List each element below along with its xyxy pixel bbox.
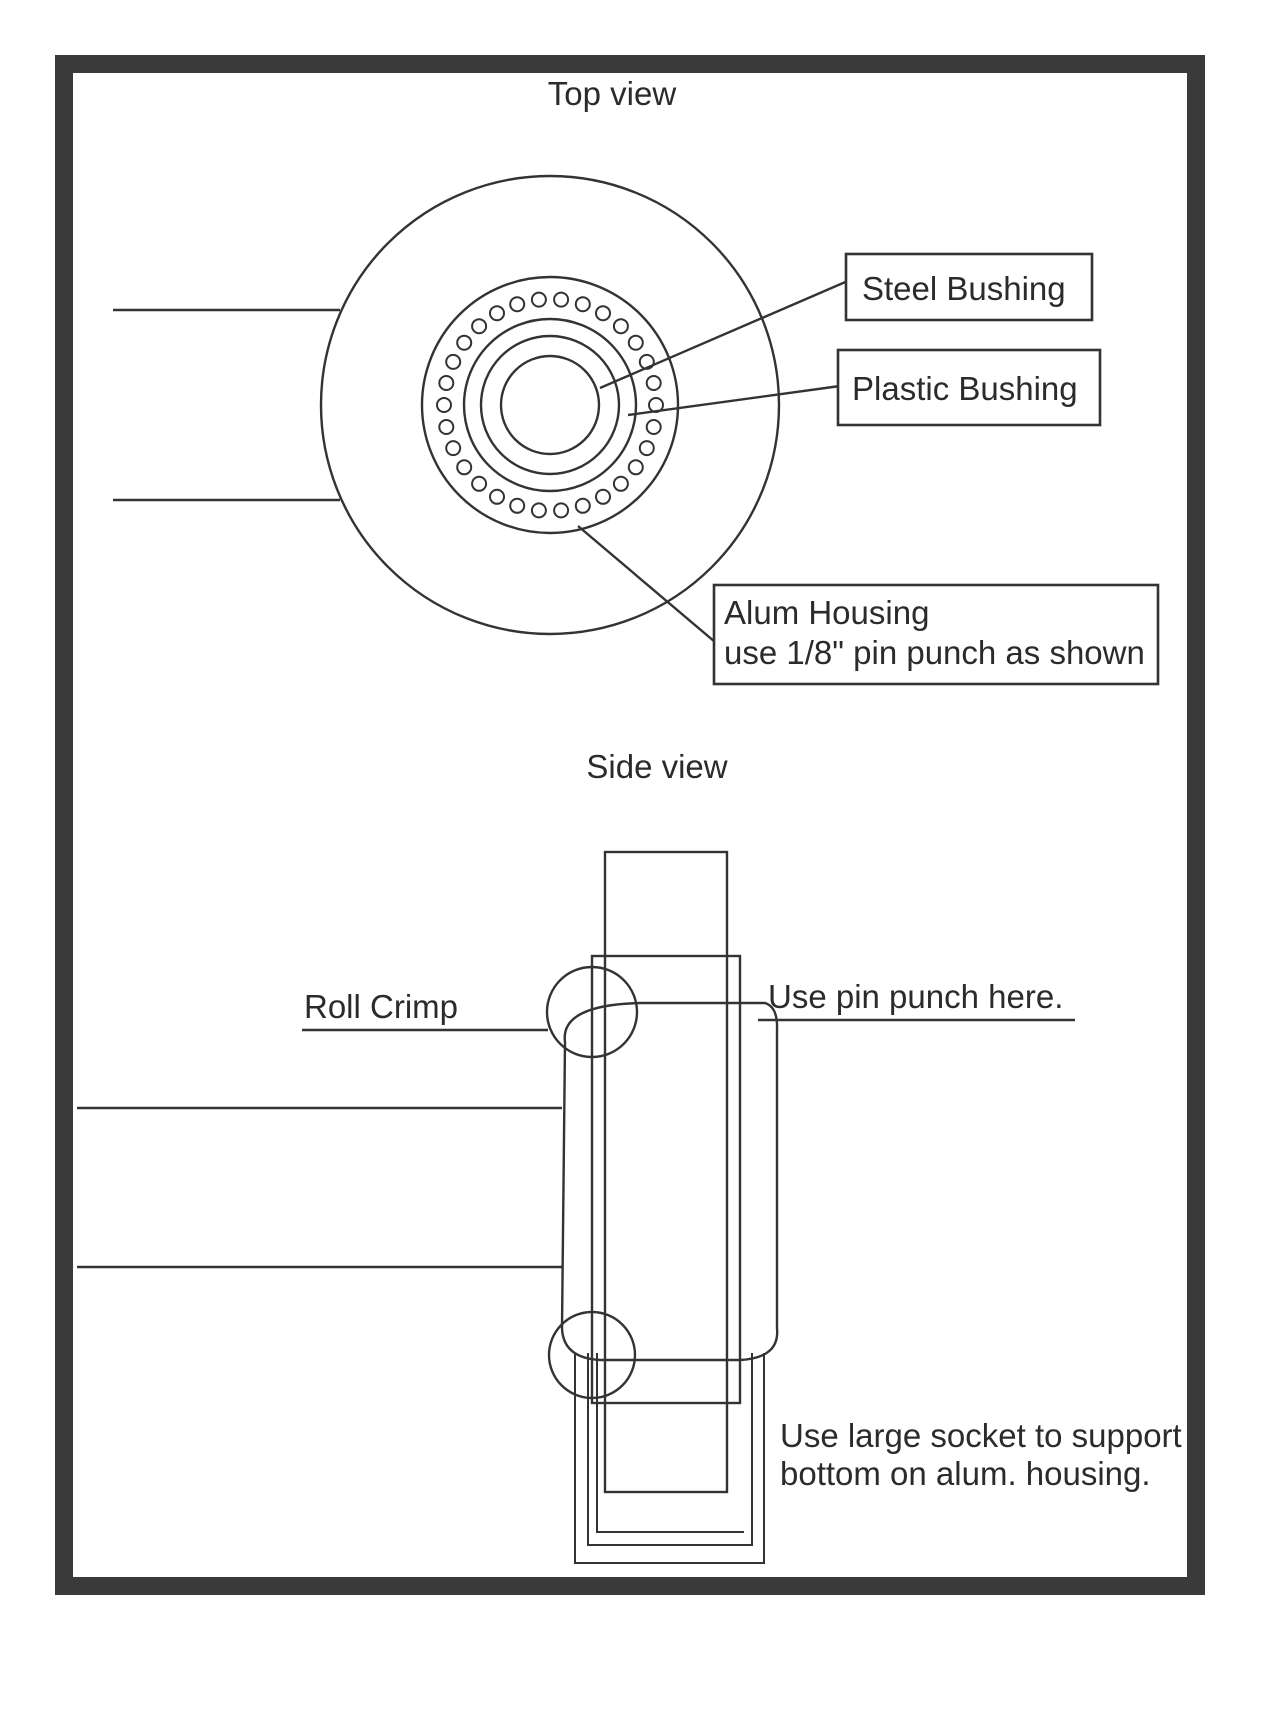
socket-middle [587,1353,753,1546]
socket-outer [574,1353,765,1564]
side-view-title: Side view [586,748,727,785]
steel-bushing-box [844,252,1094,322]
crimp-dot [627,334,644,351]
crimp-dot [471,318,488,335]
crimp-dot [438,419,455,435]
crimp-dot [612,475,629,492]
crimp-dot [595,305,611,322]
crimp-dot [612,318,629,335]
alum-housing-leader [577,525,716,643]
crimp-dot [638,440,655,457]
crimp-dot [553,502,570,519]
roll-crimp-circle-top [545,965,639,1059]
crimp-dot [438,375,455,391]
steel-bushing-label: Steel Bushing [862,270,1066,307]
socket-label-line2: bottom on alum. housing. [780,1455,1151,1492]
crimp-dot [574,296,591,313]
crimp-dot [627,459,644,476]
crimp-dot [530,291,547,308]
crimp-dot [456,334,473,351]
steel-bushing-circle [499,354,601,456]
top-view-title: Top view [548,75,677,112]
plastic-bushing-side [590,954,742,1405]
plastic-bushing-outer [462,317,638,493]
crimp-dot [445,440,462,457]
alum-housing-circle [420,275,680,535]
alum-housing-box [712,583,1160,686]
crimp-dot [574,497,591,514]
crimp-dot [645,375,662,391]
crimp-dot-ring [436,291,664,519]
roll-crimp-circle-bottom [547,1310,637,1400]
crimp-dot [445,353,462,370]
outer-arm-circle [319,174,781,636]
crimp-dot [595,488,611,505]
crimp-dot [553,291,570,308]
plastic-bushing-leader [627,384,841,417]
socket-inner [596,1353,744,1533]
pin-punch-here-label: Use pin punch here. [768,978,1063,1015]
crimp-dot [456,459,473,476]
crimp-dot [436,397,452,413]
crimp-dot [489,305,505,322]
crimp-dot [509,296,526,313]
steel-bushing-leader [599,278,851,390]
crimp-dot [471,475,488,492]
alum-housing-side [560,1001,779,1362]
steel-bushing-side [603,850,729,1494]
roll-crimp-label: Roll Crimp [304,988,458,1025]
socket-label-line1: Use large socket to support [780,1417,1182,1454]
alum-housing-label: Alum Housing [724,594,929,631]
plastic-bushing-box [836,348,1102,427]
pin-punch-instruction: use 1/8" pin punch as shown [724,634,1145,671]
plastic-bushing-label: Plastic Bushing [852,370,1078,407]
crimp-dot [509,497,526,514]
crimp-dot [489,488,505,505]
crimp-dot [645,419,662,435]
plastic-bushing-inner [479,334,621,476]
crimp-dot [530,502,547,519]
